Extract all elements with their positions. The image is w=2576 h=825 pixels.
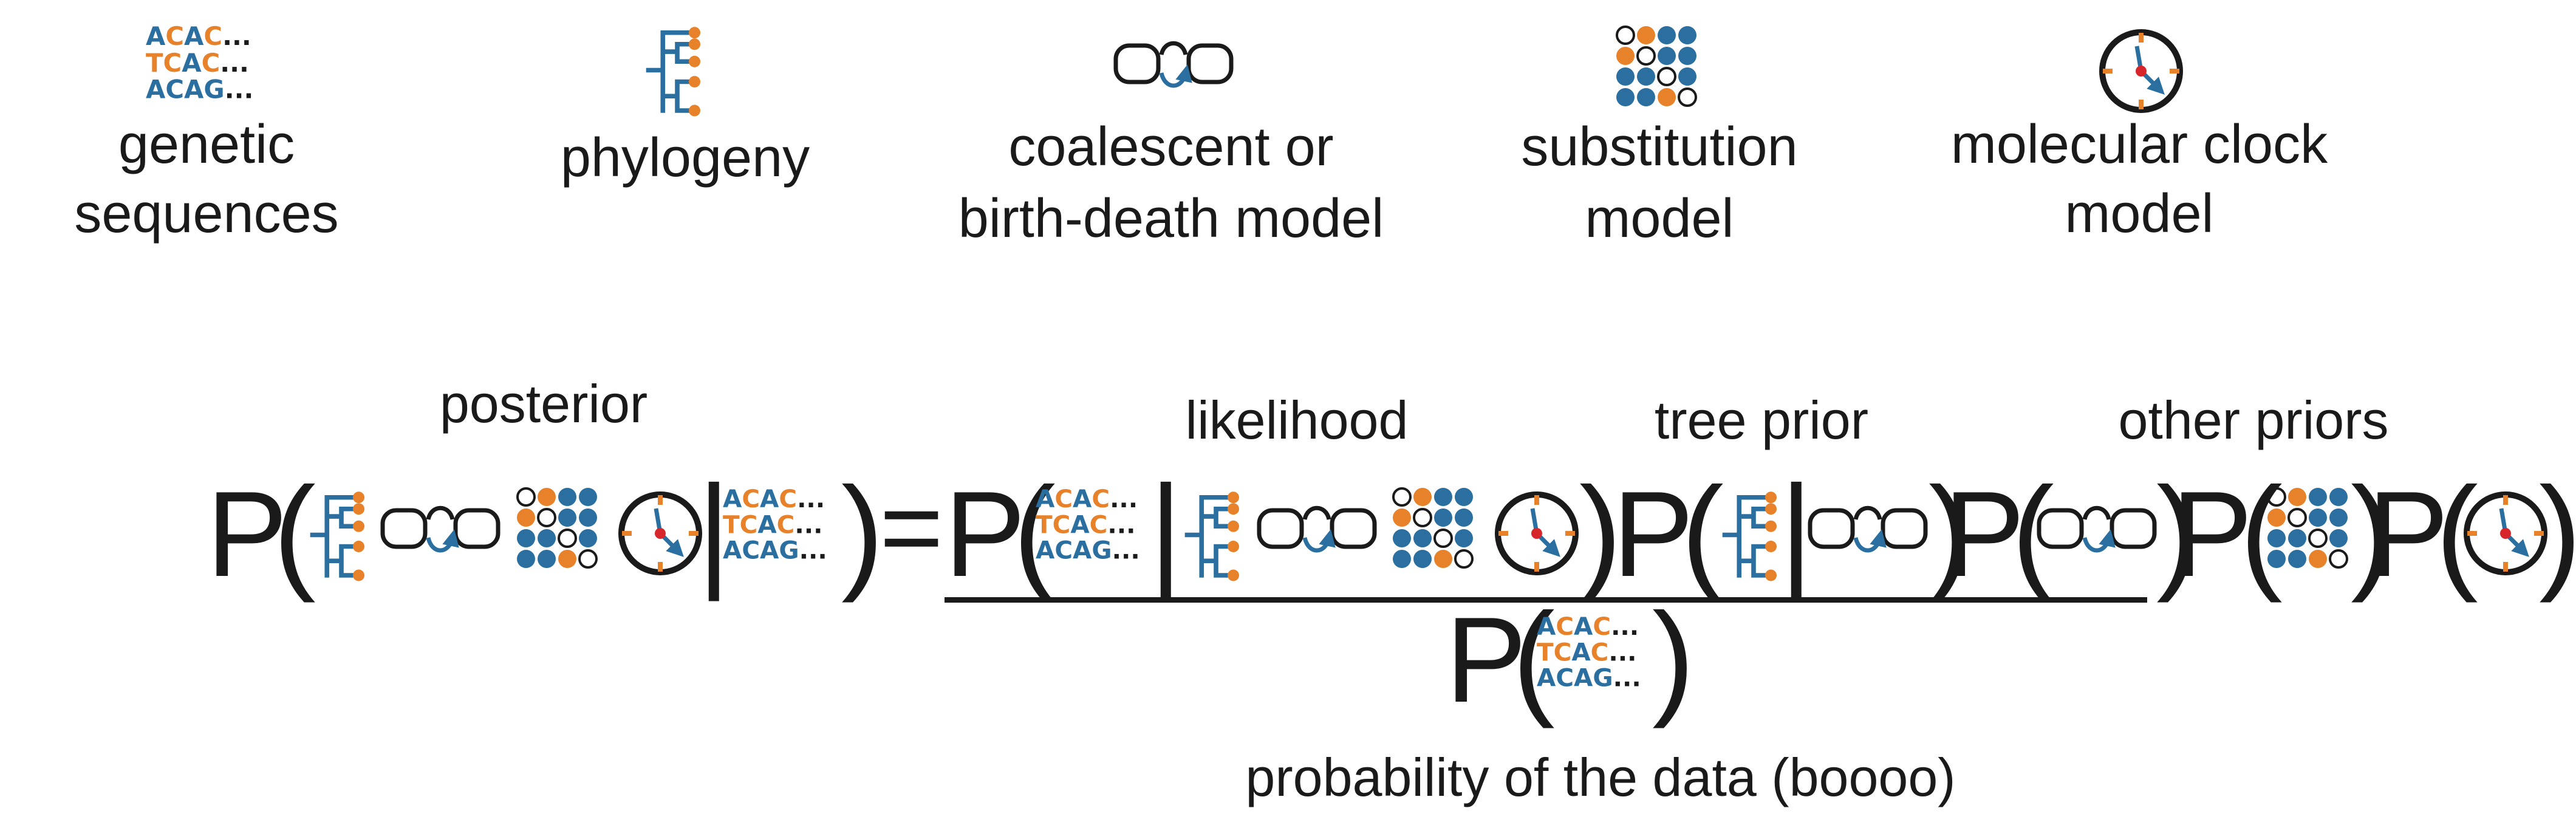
clock-icon: [1498, 495, 1576, 572]
open-paren: (: [2012, 460, 2054, 603]
legend-phylogeny: phylogeny: [561, 27, 810, 188]
close-paren: ): [841, 460, 884, 603]
close-paren: ): [2539, 460, 2576, 603]
sequence-icon: [1537, 611, 1641, 693]
clock-prior-term: P ( ): [2368, 460, 2576, 603]
close-paren: ): [2156, 460, 2199, 603]
other-priors-label: other priors: [2118, 390, 2388, 450]
coalescent-prior-term: P ( ): [1944, 460, 2199, 603]
sequence-icon: [1036, 484, 1140, 565]
probability-symbol: P: [1446, 592, 1526, 728]
legend-row: genetic sequences phylogeny coalescent o…: [74, 21, 2328, 249]
given-bar: |: [1780, 459, 1813, 601]
equals-sign: =: [880, 467, 943, 589]
close-paren: ): [1579, 460, 1622, 603]
close-paren: ): [2351, 460, 2393, 603]
close-paren: ): [1652, 586, 1695, 729]
legend-genetic-sequences: genetic sequences: [74, 21, 339, 244]
sequence-icon: [723, 484, 827, 565]
equation-row: P ( | ) = P ( | ) P ( |: [207, 459, 2576, 603]
evidence-term: P ( ): [1446, 586, 1695, 729]
sequence-icon: [146, 21, 254, 104]
legend-label-line: phylogeny: [561, 128, 810, 188]
phylogeny-tree-icon: [649, 27, 701, 116]
coalescent-icon: [1259, 508, 1375, 550]
likelihood-label: likelihood: [1186, 390, 1409, 450]
coalescent-icon: [1810, 508, 1925, 550]
legend-label-line: coalescent or: [1008, 117, 1333, 177]
open-paren: (: [1681, 460, 1724, 603]
substitution-grid-icon: [516, 487, 598, 569]
legend-label-line: molecular clock: [1951, 114, 2328, 175]
legend-label-line: model: [2065, 183, 2213, 244]
close-paren: ): [1929, 460, 1971, 603]
posterior-term: P ( | ): [207, 459, 884, 603]
probability-symbol: P: [2171, 467, 2252, 602]
legend-label-line: birth-death model: [958, 188, 1384, 249]
legend-label-line: model: [1585, 188, 1734, 249]
fraction-bar: [945, 597, 2147, 603]
posterior-label: posterior: [440, 374, 647, 434]
substitution-grid-icon: [1615, 25, 1698, 108]
probability-symbol: P: [207, 467, 287, 602]
substitution-grid-icon: [1392, 487, 1474, 569]
legend-clock: molecular clock model: [1951, 32, 2328, 244]
probability-symbol: P: [945, 467, 1025, 602]
phylogeny-tree-icon: [313, 491, 365, 581]
open-paren: (: [273, 460, 316, 603]
phylogeny-tree-icon: [1725, 491, 1777, 581]
substitution-prior-term: P ( ): [2171, 460, 2393, 603]
coalescent-icon: [383, 508, 498, 550]
legend-label-line: sequences: [74, 183, 338, 244]
evidence-caption: probability of the data (boooo): [1245, 747, 1955, 807]
clock-icon: [2102, 32, 2180, 110]
probability-symbol: P: [1944, 467, 2024, 602]
probability-symbol: P: [2368, 467, 2448, 602]
tree-prior-term: P ( | ): [1613, 459, 1971, 603]
probability-symbol: P: [1613, 467, 1693, 602]
legend-substitution: substitution model: [1521, 25, 1798, 249]
coalescent-icon: [2039, 508, 2154, 550]
likelihood-term: P ( | ): [945, 459, 1622, 603]
coalescent-icon: [1116, 43, 1231, 86]
given-bar: |: [1149, 459, 1183, 601]
clock-icon: [621, 495, 699, 572]
legend-coalescent: coalescent or birth-death model: [958, 43, 1384, 249]
tree-prior-label: tree prior: [1655, 390, 1868, 450]
clock-icon: [2467, 495, 2544, 572]
legend-label-line: genetic: [118, 114, 295, 175]
phylogeny-tree-icon: [1187, 491, 1240, 581]
legend-label-line: substitution: [1521, 117, 1797, 177]
